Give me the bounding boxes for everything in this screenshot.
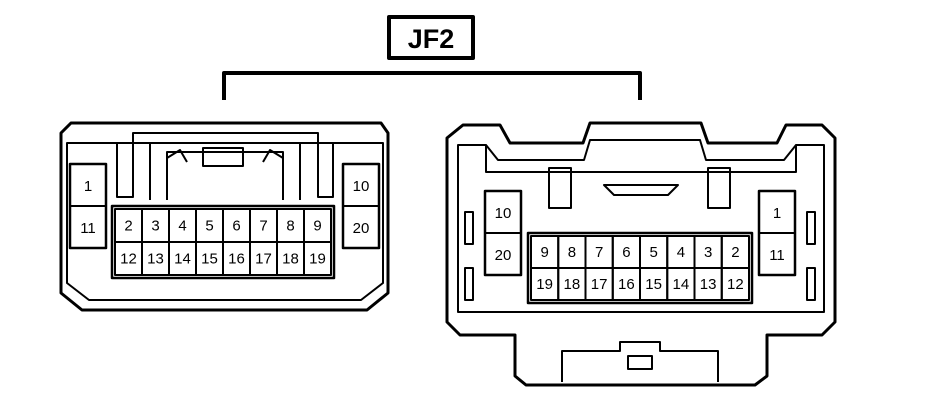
right-latch-left [548,167,572,209]
right-clip-left-top [464,211,474,245]
left-pin-label: 7 [259,218,267,235]
right-pin-cell [720,267,750,301]
right-side-pin-bottom-right: 11 [769,247,785,264]
left-tab-left [166,149,188,163]
right-top-notch [485,139,797,161]
right-connector [445,121,837,387]
left-latch-inner [149,142,301,200]
right-side-pin-top-left: 10 [495,205,512,222]
title-bracket [222,71,642,100]
right-pin-label: 6 [622,244,630,261]
right-side-pin-bottom-left: 20 [495,247,512,264]
left-housing [59,121,390,312]
left-connector [59,121,390,312]
left-pin-label: 5 [205,218,213,235]
right-side-pin-top-right: 1 [773,205,781,222]
right-pin-label: 17 [591,276,608,293]
left-pin-label: 16 [228,251,245,268]
right-clip-left-bottom [464,267,474,301]
right-bottom-tab [561,341,719,382]
right-pin-frame [526,231,754,305]
right-pin-label: 4 [677,244,685,261]
right-pin-label: 13 [700,276,717,293]
right-pin-label: 2 [731,244,739,261]
left-pin-cell [303,241,332,276]
right-latch-right [707,167,731,209]
left-side-pin-bottom-left: 11 [80,220,96,237]
left-pin-label: 6 [232,218,240,235]
right-pin-labels: 9 8 7 6 5 4 3 2 19 18 17 16 15 14 13 12 [536,244,743,293]
right-bottom-tab-notch [627,355,653,370]
left-pin-label: 18 [282,251,299,268]
left-tab-right [262,149,284,163]
right-pin-label: 12 [727,276,744,293]
left-pin-label: 9 [313,218,321,235]
right-pin-label: 8 [568,244,576,261]
right-clip-right-bottom [806,267,816,301]
right-pin-label: 5 [649,244,657,261]
right-pin-label: 15 [645,276,662,293]
left-pin-label: 12 [120,251,137,268]
right-pin-label: 7 [595,244,603,261]
left-pin-label: 3 [151,218,159,235]
title-box [387,15,475,60]
right-pin-label: 14 [673,276,690,293]
left-pin-label: 17 [255,251,272,268]
left-pin-label: 2 [124,218,132,235]
right-pin-label: 16 [618,276,635,293]
right-pin-label: 18 [564,276,581,293]
left-pin-label: 4 [178,218,186,235]
right-pin-label: 19 [536,276,553,293]
left-side-pin-bottom-right: 20 [353,220,370,237]
left-latch-frame [166,151,284,200]
left-latch-outer [116,132,334,198]
left-pin-label: 19 [309,251,326,268]
left-pin-labels: 2 3 4 5 6 7 8 9 12 13 14 15 16 17 18 19 [120,218,326,268]
left-pin-label: 13 [147,251,164,268]
left-latch-tab [202,147,244,167]
left-housing-inner [66,142,384,301]
title-label: JF2 [408,24,455,54]
right-pin-label: 3 [704,244,712,261]
right-pin-grid [530,235,750,301]
left-pin-grid [114,208,332,276]
left-pin-frame [110,204,336,280]
right-housing [445,121,837,387]
left-side-pin-top-left: 1 [84,178,92,195]
left-pin-label: 8 [286,218,294,235]
right-clip-right-top [806,211,816,245]
left-pin-label: 14 [174,251,191,268]
right-pin-label: 9 [540,244,548,261]
left-pin-label: 15 [201,251,218,268]
left-side-pin-top-right: 10 [353,178,370,195]
right-latch-bar [603,184,679,196]
